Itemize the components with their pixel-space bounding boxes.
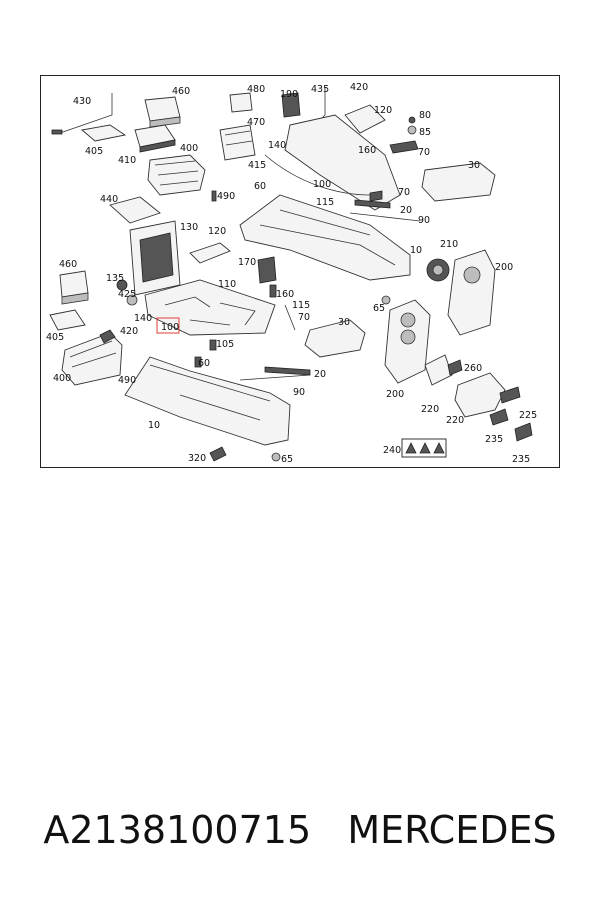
part-storage-30-mid bbox=[304, 319, 366, 358]
label-160-top: 160 bbox=[358, 145, 376, 156]
label-405-left: 405 bbox=[46, 332, 64, 343]
label-130: 130 bbox=[180, 222, 198, 233]
parts-diagram: 430 460 405 410 400 480 470 415 490 440 … bbox=[40, 75, 560, 468]
label-235-left: 235 bbox=[485, 434, 503, 445]
label-320: 320 bbox=[188, 453, 206, 464]
label-430: 430 bbox=[73, 96, 91, 107]
brand-name: MERCEDES bbox=[347, 808, 557, 852]
part-bracket-170 bbox=[257, 256, 277, 284]
label-400: 400 bbox=[180, 143, 198, 154]
label-410: 410 bbox=[118, 155, 136, 166]
label-220-right: 220 bbox=[446, 415, 464, 426]
label-115-top: 115 bbox=[316, 197, 334, 208]
label-85: 85 bbox=[419, 127, 431, 138]
part-mat-405-left bbox=[49, 309, 86, 331]
label-70: 70 bbox=[298, 312, 310, 323]
label-115: 115 bbox=[292, 300, 310, 311]
label-240: 240 bbox=[383, 445, 401, 456]
label-65-bottom: 65 bbox=[281, 454, 293, 465]
exploded-view-drawing: 430 460 405 410 400 480 470 415 490 440 … bbox=[40, 75, 560, 468]
label-60-lower: 60 bbox=[198, 358, 210, 369]
label-60-top: 60 bbox=[254, 181, 266, 192]
label-80: 80 bbox=[419, 110, 431, 121]
label-90-top: 90 bbox=[418, 215, 430, 226]
label-170: 170 bbox=[238, 257, 256, 268]
label-405: 405 bbox=[85, 146, 103, 157]
part-bracket-220-left bbox=[424, 354, 453, 386]
part-console-10-lower bbox=[124, 356, 291, 446]
label-490: 490 bbox=[217, 191, 235, 202]
label-20-top: 20 bbox=[400, 205, 412, 216]
label-440: 440 bbox=[100, 194, 118, 205]
label-70-top: 70 bbox=[418, 147, 430, 158]
label-260: 260 bbox=[464, 363, 482, 374]
label-20-lower: 20 bbox=[314, 369, 326, 380]
label-160: 160 bbox=[276, 289, 294, 300]
label-400-bottom: 400 bbox=[53, 373, 71, 384]
label-235-right: 235 bbox=[512, 454, 530, 465]
label-225: 225 bbox=[519, 410, 537, 421]
label-120-right: 120 bbox=[374, 105, 392, 116]
label-480: 480 bbox=[247, 84, 265, 95]
part-switch-190 bbox=[281, 92, 301, 118]
part-cover-440 bbox=[109, 196, 161, 224]
highlight-box-100 bbox=[156, 317, 180, 334]
label-460: 460 bbox=[172, 86, 190, 97]
part-holder-470 bbox=[219, 124, 256, 161]
part-pad-120 bbox=[189, 242, 231, 264]
label-110: 110 bbox=[218, 279, 236, 290]
label-105: 105 bbox=[216, 339, 234, 350]
label-100: 100 bbox=[161, 322, 179, 333]
label-425: 425 bbox=[118, 289, 136, 300]
part-tray-100 bbox=[144, 279, 276, 336]
part-lid-120-right bbox=[344, 104, 386, 134]
part-cable-430 bbox=[59, 93, 113, 134]
label-10-top: 10 bbox=[410, 245, 422, 256]
label-10-lower: 10 bbox=[148, 420, 160, 431]
label-65-top: 65 bbox=[373, 303, 385, 314]
label-435: 435 bbox=[311, 84, 329, 95]
label-220-left: 220 bbox=[421, 404, 439, 415]
part-bezel-200-right bbox=[447, 249, 496, 336]
label-30-top: 30 bbox=[468, 160, 480, 171]
label-210: 210 bbox=[440, 239, 458, 250]
label-140-top: 140 bbox=[268, 140, 286, 151]
label-420: 420 bbox=[120, 326, 138, 337]
label-460-left: 460 bbox=[59, 259, 77, 270]
label-420-top: 420 bbox=[350, 82, 368, 93]
part-clip-480 bbox=[229, 92, 253, 113]
part-number: A2138100715 bbox=[43, 808, 312, 852]
label-90-lower: 90 bbox=[293, 387, 305, 398]
part-plug-320 bbox=[209, 446, 227, 462]
part-unit-400-top bbox=[147, 154, 206, 196]
label-490-bottom: 490 bbox=[118, 375, 136, 386]
part-box-460-left bbox=[59, 270, 89, 298]
label-415: 415 bbox=[248, 160, 266, 171]
part-console-10-upper bbox=[239, 194, 411, 281]
label-70-mid: 70 bbox=[398, 187, 410, 198]
label-135: 135 bbox=[106, 273, 124, 284]
label-200-left: 200 bbox=[386, 389, 404, 400]
part-mat-405-top bbox=[80, 124, 127, 142]
label-200-right: 200 bbox=[495, 262, 513, 273]
label-140: 140 bbox=[134, 313, 152, 324]
label-100-top: 100 bbox=[313, 179, 331, 190]
caption: A2138100715 MERCEDES bbox=[0, 800, 600, 860]
label-120: 120 bbox=[208, 226, 226, 237]
part-bracket-220-right bbox=[454, 372, 506, 418]
label-30-mid: 30 bbox=[338, 317, 350, 328]
label-190: 190 bbox=[280, 89, 298, 100]
part-storage-30-top bbox=[421, 162, 496, 202]
label-470: 470 bbox=[247, 117, 265, 128]
